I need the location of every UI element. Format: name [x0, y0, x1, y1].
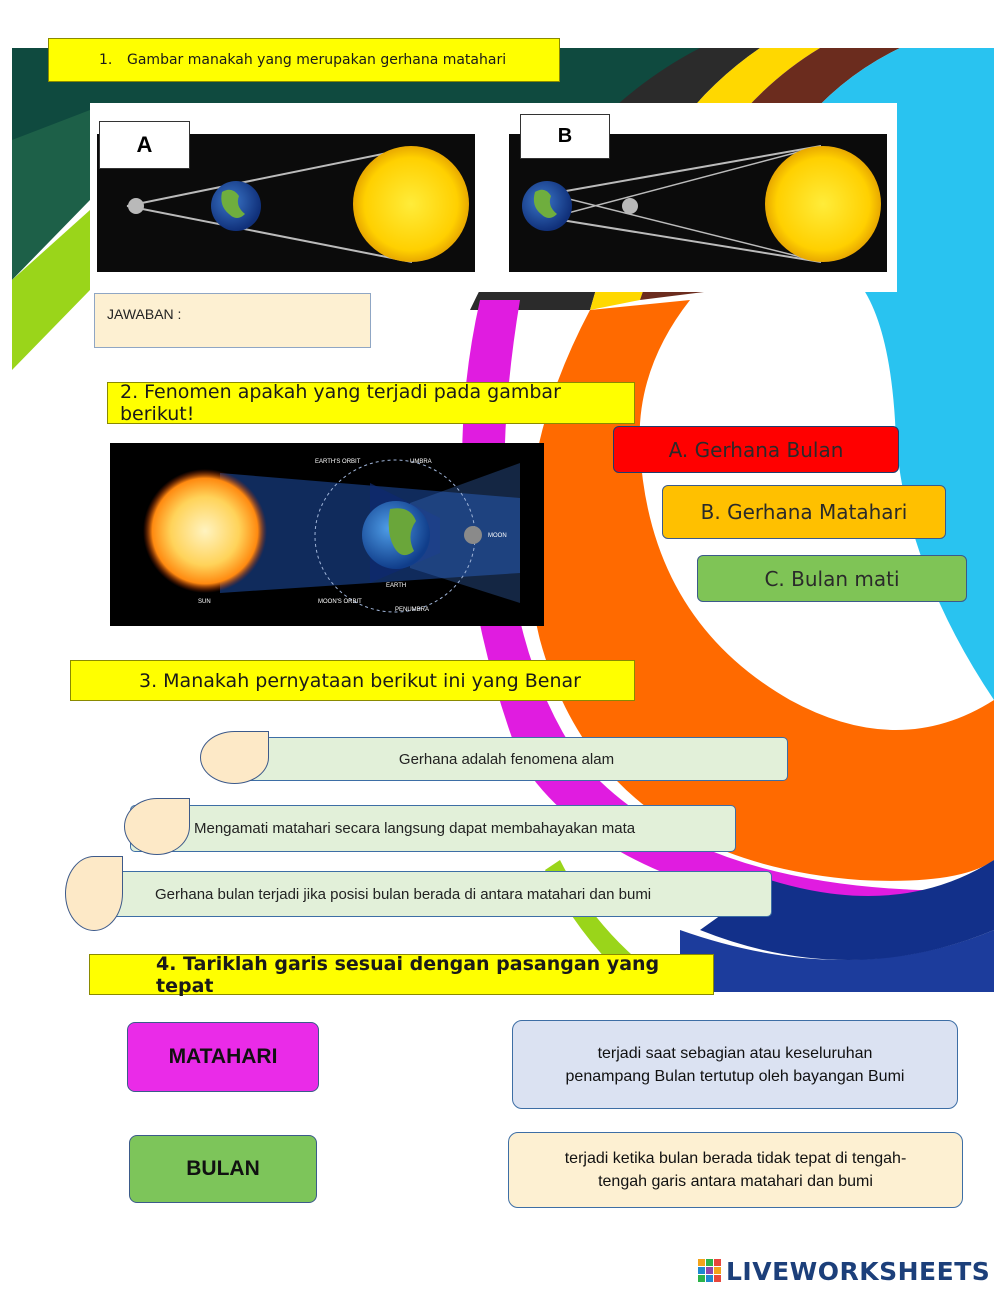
question-4-banner: 4. Tariklah garis sesuai dengan pasangan… — [89, 952, 714, 997]
fig-umbra-label: UMBRA — [410, 459, 432, 465]
statement-3: Gerhana bulan terjadi jika posisi bulan … — [100, 871, 772, 917]
question-1-text: Gambar manakah yang merupakan gerhana ma… — [127, 52, 507, 68]
definition-2-text: terjadi ketika bulan berada tidak tepat … — [564, 1150, 907, 1190]
question-3-banner: 3. Manakah pernyataan berikut ini yang B… — [70, 660, 635, 701]
statement-2: Mengamati matahari secara langsung dapat… — [130, 805, 736, 852]
statement-1-text: Gerhana adalah fenomena alam — [398, 750, 615, 768]
match-left-bulan[interactable]: BULAN — [129, 1135, 317, 1203]
statement-2-checkbox[interactable] — [124, 798, 190, 855]
match-right-definition-2[interactable]: terjadi ketika bulan berada tidak tepat … — [508, 1132, 963, 1208]
question-4-text: 4. Tariklah garis sesuai dengan pasangan… — [156, 952, 660, 997]
liveworksheets-logo: LIVEWORKSHEETS — [698, 1256, 991, 1286]
statement-1: Gerhana adalah fenomena alam — [225, 737, 788, 781]
answer-label: JAWABAN : — [107, 306, 182, 322]
match-right-definition-1[interactable]: terjadi saat sebagian atau keseluruhan p… — [512, 1020, 958, 1109]
question-2-banner: 2. Fenomen apakah yang terjadi pada gamb… — [107, 381, 635, 425]
fig-sun-label: SUN — [198, 599, 211, 605]
lunar-eclipse-figure: EARTH'S ORBIT UMBRA MOON EARTH SUN MOON'… — [110, 443, 544, 626]
option-a-gerhana-bulan[interactable]: A. Gerhana Bulan — [613, 426, 899, 473]
question-1-number: 1. — [99, 52, 113, 68]
fig-moons-orbit-label: MOON'S ORBIT — [318, 599, 362, 605]
question-2-text: 2. Fenomen apakah yang terjadi pada gamb… — [120, 381, 561, 425]
statement-3-text: Gerhana bulan terjadi jika posisi bulan … — [155, 885, 652, 903]
fig-earths-orbit-label: EARTH'S ORBIT — [315, 459, 361, 465]
brand-name: LIVEWORKSHEETS — [726, 1256, 991, 1286]
question-1-banner: 1. Gambar manakah yang merupakan gerhana… — [48, 38, 560, 82]
statement-3-checkbox[interactable] — [65, 856, 123, 931]
option-b-gerhana-matahari[interactable]: B. Gerhana Matahari — [662, 485, 946, 539]
eclipse-image-a[interactable] — [97, 134, 475, 272]
option-c-bulan-mati[interactable]: C. Bulan mati — [697, 555, 967, 602]
image-b-label: B — [520, 114, 610, 159]
statement-2-text: Mengamati matahari secara langsung dapat… — [194, 820, 636, 837]
liveworksheets-logo-icon — [698, 1259, 724, 1283]
answer-field-q1[interactable]: JAWABAN : — [94, 293, 371, 348]
fig-moon-label: MOON — [488, 533, 507, 539]
match-left-matahari[interactable]: MATAHARI — [127, 1022, 319, 1092]
question-3-text: 3. Manakah pernyataan berikut ini yang B… — [139, 669, 581, 692]
statement-1-checkbox[interactable] — [200, 731, 269, 784]
fig-earth-label: EARTH — [386, 583, 406, 589]
definition-1-text: terjadi saat sebagian atau keseluruhan p… — [565, 1044, 905, 1085]
fig-penumbra-label: PENUMBRA — [395, 607, 429, 613]
image-a-label: A — [99, 121, 190, 169]
